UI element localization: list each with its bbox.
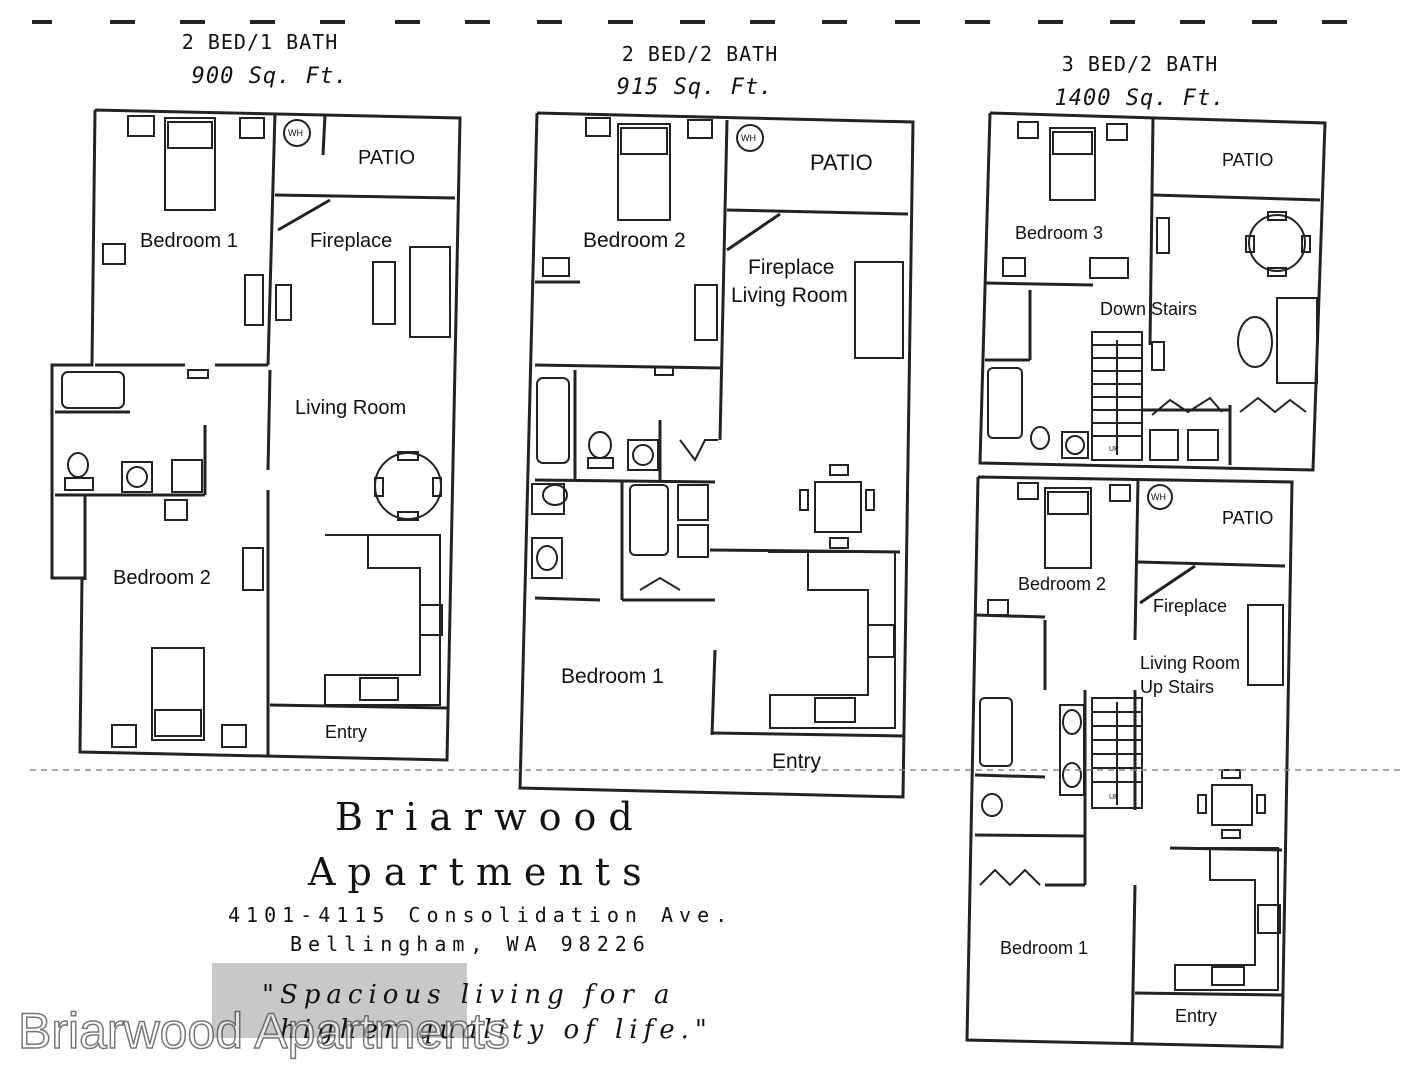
plan3-fireplace-label: Fireplace bbox=[1153, 596, 1228, 616]
plan3-living-label: Living Room bbox=[1140, 653, 1241, 673]
plan1-heading: 2 BED/1 BATH bbox=[181, 30, 339, 54]
plan3-patio-label: PATIO bbox=[1222, 508, 1274, 528]
plan1-living-label: Living Room bbox=[295, 397, 407, 419]
address-line1: 4101-4115 Consolidation Ave. bbox=[228, 903, 734, 927]
address-line2: Bellingham, WA 98226 bbox=[290, 932, 651, 956]
plan1-bedroom2-label: Bedroom 2 bbox=[113, 567, 211, 589]
plan3-downstairs-label: Down Stairs bbox=[1100, 299, 1198, 319]
plan3-downstairs-fixtures bbox=[987, 121, 1318, 461]
plan2-wh-label: WH bbox=[741, 133, 756, 143]
plan1-fixtures bbox=[61, 115, 451, 748]
plan3-bedroom2-label: Bedroom 2 bbox=[1018, 574, 1107, 594]
plan2-entry-label: Entry bbox=[772, 750, 822, 773]
plan1-entry-label: Entry bbox=[325, 722, 368, 742]
plan3-area: 1400 Sq. Ft. bbox=[1054, 86, 1226, 111]
plan3-stairs-up-label-1: UP bbox=[1109, 446, 1119, 453]
plan2-walls bbox=[518, 111, 915, 799]
plan2-heading: 2 BED/2 BATH bbox=[621, 42, 779, 66]
watermark: Briarwood Apartments bbox=[17, 1002, 510, 1060]
plan3-upstairs-label: Up Stairs bbox=[1140, 677, 1215, 697]
plan3-bedroom1-label: Bedroom 1 bbox=[1000, 938, 1089, 958]
plan3-stairs-up-label-2: UP bbox=[1109, 794, 1119, 801]
plan2-patio-label: PATIO bbox=[810, 150, 873, 175]
tagline-line1: "Spacious living for a bbox=[262, 980, 676, 1010]
plan3-upstairs-fixtures bbox=[979, 482, 1284, 991]
plan2-bedroom2-label: Bedroom 2 bbox=[583, 229, 686, 252]
plan1-area: 900 Sq. Ft. bbox=[191, 64, 349, 89]
brand-name-line2: Apartments bbox=[308, 850, 654, 894]
tagline-shading bbox=[212, 963, 467, 1038]
plan1-patio-label: PATIO bbox=[358, 147, 416, 169]
plan3-heading: 3 BED/2 BATH bbox=[1061, 52, 1219, 76]
plan3-downstairs-walls bbox=[978, 111, 1327, 472]
plan2-area: 915 Sq. Ft. bbox=[616, 75, 774, 100]
plan1-fireplace-label: Fireplace bbox=[310, 230, 393, 252]
tagline-line2: higher quality of life." bbox=[280, 1015, 713, 1045]
plan2-fixtures bbox=[531, 117, 904, 729]
plan3-patio-top-label: PATIO bbox=[1222, 150, 1274, 170]
plan3-wh-label: WH bbox=[1151, 492, 1166, 502]
plan1-walls bbox=[50, 108, 462, 762]
plan1-wh-label: WH bbox=[288, 128, 303, 138]
plan3-bedroom3-label: Bedroom 3 bbox=[1015, 223, 1104, 243]
plan3-entry-label: Entry bbox=[1175, 1006, 1218, 1026]
plan2-bedroom1-label: Bedroom 1 bbox=[561, 665, 664, 688]
plan1-bedroom1-label: Bedroom 1 bbox=[140, 230, 238, 252]
plan3-upstairs-walls bbox=[965, 475, 1294, 1049]
brand-name-line1: Briarwood bbox=[335, 795, 645, 839]
plan2-living-label: Living Room bbox=[731, 284, 848, 307]
plan2-fireplace-label: Fireplace bbox=[748, 256, 835, 279]
